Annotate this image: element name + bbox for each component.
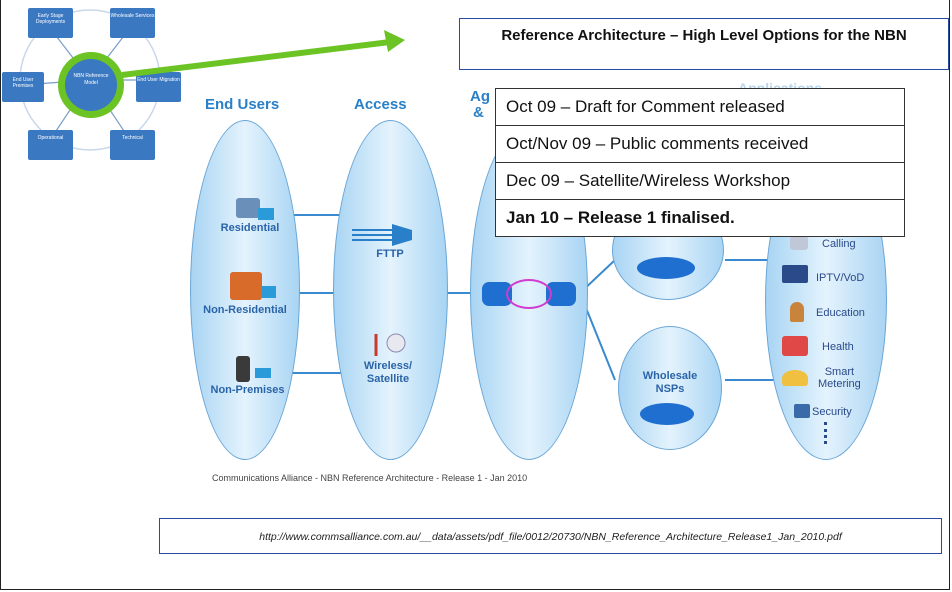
traffic-light-icon [236, 356, 250, 382]
column-header-aggregation: Ag [470, 88, 490, 105]
timeline-item-release: Jan 10 – Release 1 finalised. [506, 208, 735, 227]
service-edge-node [637, 257, 695, 279]
tv-icon [782, 265, 808, 283]
service-smart-metering: Smart Metering [818, 366, 861, 390]
graduate-icon [790, 302, 804, 322]
diagram-caption: Communications Alliance - NBN Reference … [212, 473, 528, 483]
access-ellipse [333, 120, 448, 460]
wholesale-node [640, 403, 694, 425]
wholesale-label: Wholesale NSPs [642, 370, 698, 395]
column-header-aggregation-amp: & [473, 104, 484, 121]
column-header-end-users: End Users [205, 96, 280, 113]
slide-title: Reference Architecture – High Level Opti… [459, 18, 949, 70]
phone-icon [790, 236, 808, 250]
column-header-access: Access [354, 96, 407, 113]
fttp-fibre-icon [352, 222, 412, 246]
end-user-non-premises: Non-Premises [210, 384, 285, 396]
service-security: Security [812, 406, 852, 418]
access-wireless-satellite: Wireless/ Satellite [363, 360, 413, 385]
timeline-item-draft: Oct 09 – Draft for Comment released [496, 89, 904, 126]
ref-center-label: NBN Reference Model [65, 59, 117, 111]
service-iptv-vod: IPTV/VoD [816, 272, 865, 284]
ref-item-operational: Operational [28, 130, 73, 160]
access-fttp: FTTP [376, 248, 404, 260]
service-health: Health [822, 341, 854, 353]
ref-item-early-stage: Early Stage Deployments [28, 8, 73, 38]
aggregation-ring-icon [506, 279, 552, 309]
ref-item-technical: Technical [110, 130, 155, 160]
end-user-non-residential: Non-Residential [203, 304, 287, 316]
wholesale-ellipse [618, 326, 722, 450]
house-icon [236, 198, 260, 218]
first-aid-icon [782, 336, 808, 356]
ref-item-wholesale: Wholesale Services [110, 8, 155, 38]
service-calling: Calling [822, 238, 856, 250]
source-url[interactable]: http://www.commsalliance.com.au/__data/a… [159, 518, 942, 554]
non-residential-port-icon [262, 286, 276, 298]
end-user-residential: Residential [220, 222, 280, 234]
more-services-ellipsis-icon [824, 422, 830, 444]
service-education: Education [816, 307, 865, 319]
non-premises-port-icon [255, 368, 271, 378]
timeline-item-comments: Oct/Nov 09 – Public comments received [496, 126, 904, 163]
residential-port-icon [258, 208, 274, 220]
antenna-satellite-icon [368, 330, 406, 356]
ref-item-end-user-premises: End User Premises [2, 72, 44, 102]
release-timeline: Oct 09 – Draft for Comment released Oct/… [495, 88, 905, 237]
green-arrow-icon [121, 30, 405, 78]
factory-icon [230, 272, 262, 300]
meter-icon [782, 370, 808, 386]
ref-item-end-user-migration: End User Migration [136, 72, 181, 102]
timeline-item-workshop: Dec 09 – Satellite/Wireless Workshop [496, 163, 904, 200]
lock-icon [794, 404, 810, 418]
